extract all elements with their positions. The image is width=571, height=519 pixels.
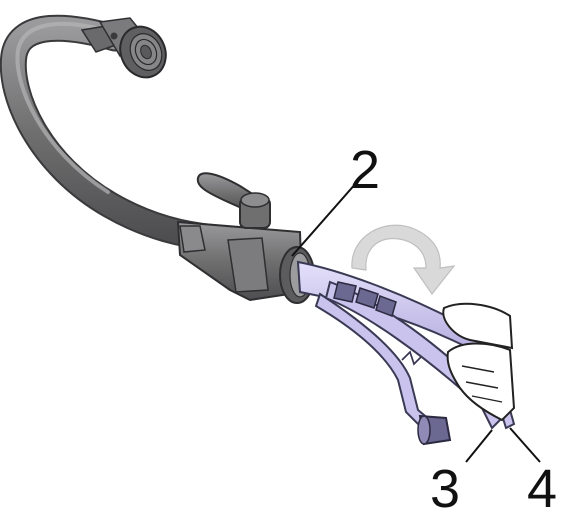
hand-illustration [443,304,514,420]
callout-label-4: 4 [527,462,557,516]
leader-line-4 [510,428,540,462]
leader-line-2 [292,182,357,256]
leader-line-3 [466,430,492,462]
gooseneck-spout [13,24,215,238]
hose-end-fitting [418,416,450,444]
spray-head [82,18,174,85]
callout-label-3: 3 [430,462,460,516]
lever-handle [198,173,270,228]
callout-label-2: 2 [350,143,380,197]
